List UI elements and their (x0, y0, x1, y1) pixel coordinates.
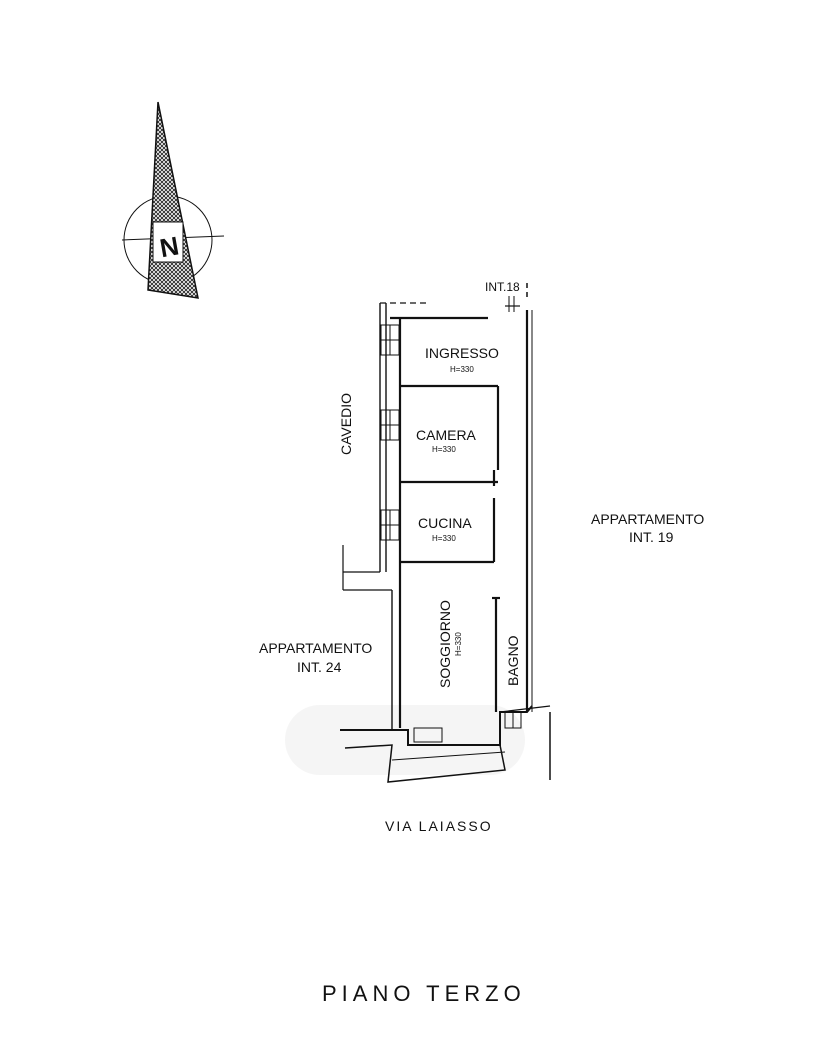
room-cucina-height: H=330 (432, 534, 456, 543)
room-soggiorno-name: SOGGIORNO (437, 600, 453, 688)
room-ingresso-height: H=330 (450, 365, 474, 374)
entrance-door-icon (508, 296, 515, 312)
compass-letter: N (157, 230, 181, 263)
watermark-logo-icon (285, 705, 525, 775)
cavedio-label: CAVEDIO (338, 393, 354, 455)
north-arrow-icon (121, 101, 225, 299)
room-camera-name: CAMERA (416, 427, 477, 443)
walls (340, 283, 551, 783)
appartamento-24-line2: INT. 24 (297, 659, 342, 675)
room-soggiorno-height: H=330 (454, 632, 463, 656)
street-label: VIA LAIASSO (385, 818, 493, 834)
appartamento-19-line2: INT. 19 (629, 529, 674, 545)
room-camera-height: H=330 (432, 445, 456, 454)
room-cucina-name: CUCINA (418, 515, 472, 531)
room-ingresso-name: INGRESSO (425, 345, 499, 361)
room-bagno-name: BAGNO (505, 635, 521, 686)
appartamento-24-line1: APPARTAMENTO (259, 640, 372, 656)
plan-title: PIANO TERZO (322, 981, 526, 1006)
appartamento-19-line1: APPARTAMENTO (591, 511, 704, 527)
int18-label: INT.18 (485, 280, 520, 294)
windows (380, 324, 522, 743)
